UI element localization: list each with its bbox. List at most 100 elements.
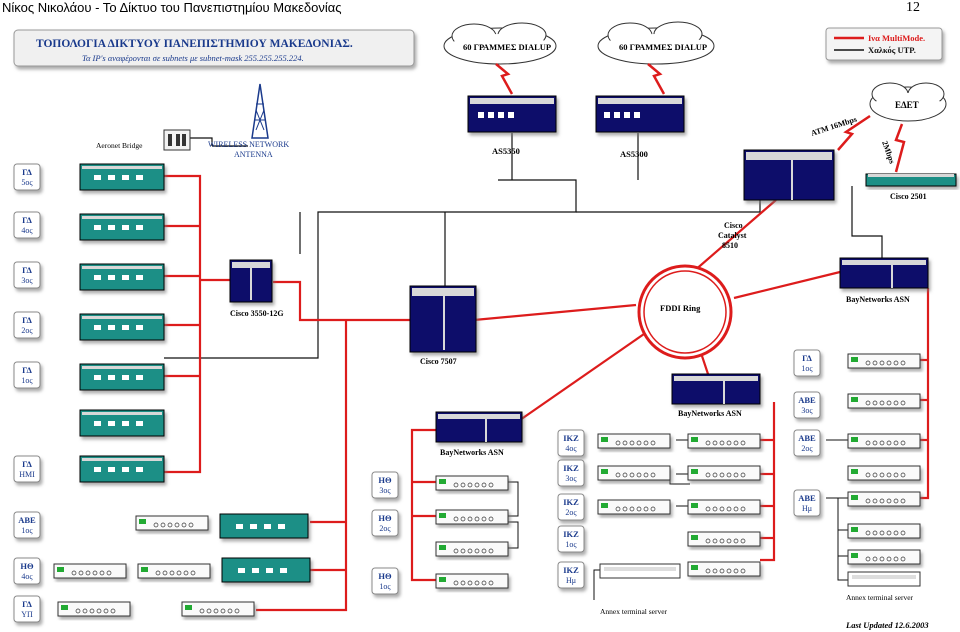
hub-switch (597, 433, 671, 449)
diagram-subtitle: Τα IP's αναφέρονται σε subnets με subnet… (82, 53, 304, 63)
bay-left-label: BayNetworks ASN (440, 448, 504, 457)
fiber-7507-south (256, 320, 348, 612)
floor-switch-teal (79, 363, 165, 391)
floor-label-line1: ΙΚΖ (563, 565, 579, 575)
floor-label-line1: ΓΔ (22, 365, 32, 375)
floor-label-line2: 4ος (565, 444, 577, 453)
floor-switch-teal (79, 409, 165, 437)
floor-label-line2: ΥΠ (21, 610, 33, 619)
small-switches (53, 353, 921, 617)
annex-left: Annex terminal server (599, 563, 681, 616)
hub-switch (847, 549, 921, 565)
hub-switch (57, 601, 131, 617)
fiber-ht-spine (410, 428, 436, 582)
floor-switch-teal (79, 455, 165, 483)
floor-label-line2: 4ος (21, 572, 33, 581)
fiber-ikz-spine (760, 402, 776, 562)
lightning-dialup-2 (647, 63, 666, 95)
hub-switch (181, 601, 255, 617)
hub-switch (847, 465, 921, 481)
hub-switch (597, 465, 671, 481)
cisco-3550: Cisco 3550-12G (229, 259, 284, 318)
floor-label-line2: 3ος (565, 474, 577, 483)
bay-asn-right: BayNetworks ASN (839, 257, 929, 304)
annex-right: Annex terminal server (846, 571, 921, 602)
cisco7507-label: Cisco 7507 (420, 357, 457, 366)
annex-left-label: Annex terminal server (600, 607, 668, 616)
bay-right-label: BayNetworks ASN (846, 295, 910, 304)
floor-switch-teal (219, 513, 309, 539)
floor-label-line1: ΙΚΖ (563, 497, 579, 507)
diagram-title: ΤΟΠΟΛΟΓΙΑ ΔΙΚΤΥΟΥ ΠΑΝΕΠΙΣΤΗΜΙΟΥ ΜΑΚΕΔΟΝΙ… (36, 38, 353, 50)
lightning-links (495, 63, 906, 173)
last-updated: Last Updated 12.6.2003 (845, 620, 929, 630)
floor-label-line1: ΑΒΕ (18, 515, 36, 525)
copper-catalyst-gd1 (164, 179, 577, 359)
floor-label-line2: 4ος (21, 226, 33, 235)
legend: Ινα MultiMode. Χαλκός UTP. (825, 27, 943, 61)
copper-links (164, 133, 883, 359)
hub-switch (847, 353, 921, 369)
hub-switch (597, 499, 671, 515)
fddi-label: FDDI Ring (660, 303, 701, 313)
hub-switch (847, 433, 921, 449)
floor-switch-teal (79, 163, 165, 191)
floor-label-line1: ΗΘ (378, 475, 392, 485)
antenna-label-2: ANTENNA (234, 150, 273, 159)
bay-asn-center: BayNetworks ASN (671, 373, 761, 418)
lightning-2mbps (894, 123, 906, 173)
hub-switch (435, 509, 509, 525)
hub-switch (687, 465, 761, 481)
as5300-label: AS5300 (620, 149, 648, 159)
floor-label-line1: ΗΘ (378, 571, 392, 581)
floor-label-line2: 3ος (379, 486, 391, 495)
floor-label-line1: ΙΚΖ (563, 463, 579, 473)
fiber-fddi-catalyst (685, 199, 777, 279)
page-number: 12 (906, 0, 920, 15)
floor-label-line2: ΗΜΙ (19, 470, 35, 479)
cloud-edet-label: ΕΔΕΤ (895, 100, 919, 110)
cisco3550-label: Cisco 3550-12G (230, 309, 284, 318)
cisco-7507: Cisco 7507 (409, 285, 477, 366)
fiber-3550-7507 (273, 280, 410, 322)
page-header-title: Νίκος Νικολάου - Το Δίκτυο του Πανεπιστη… (2, 0, 342, 15)
hub-switch (847, 523, 921, 539)
title-box: ΤΟΠΟΛΟΓΙΑ ΔΙΚΤΥΟΥ ΠΑΝΕΠΙΣΤΗΜΙΟΥ ΜΑΚΕΔΟΝΙ… (13, 29, 415, 67)
floor-label-line2: Ημ (566, 576, 576, 585)
hub-switch (435, 541, 509, 557)
2mbps-link-label: 2Mbps (880, 140, 897, 165)
as5300-router: AS5300 (595, 95, 685, 159)
cloud-dialup-1: 60 ΓΡΑΜΜΕΣ DIALUP (443, 22, 557, 65)
as5350-router: AS5350 (467, 95, 557, 156)
floor-switch-teal (79, 213, 165, 241)
floor-label-line2: 1ος (565, 540, 577, 549)
hub-switch (847, 393, 921, 409)
legend-fiber-label: Ινα MultiMode. (868, 33, 925, 43)
cloud-dialup-2: 60 ΓΡΑΜΜΕΣ DIALUP (597, 21, 715, 65)
floor-label-line2: Ημ (802, 504, 812, 513)
floor-label-line1: ΓΔ (22, 265, 32, 275)
cisco-2501: Cisco 2501 (865, 173, 957, 201)
floor-label-line1: ΓΔ (22, 215, 32, 225)
floor-label-line1: ΑΒΕ (798, 395, 816, 405)
floor-label-line1: ΗΘ (20, 561, 34, 571)
cisco2501-label: Cisco 2501 (890, 192, 927, 201)
floor-switch-teal (79, 313, 165, 341)
floor-label-line1: ΙΚΖ (563, 529, 579, 539)
floor-label-line1: ΓΔ (22, 315, 32, 325)
floor-label-line1: ΓΔ (802, 353, 812, 363)
copper-2501-bay (851, 186, 883, 258)
